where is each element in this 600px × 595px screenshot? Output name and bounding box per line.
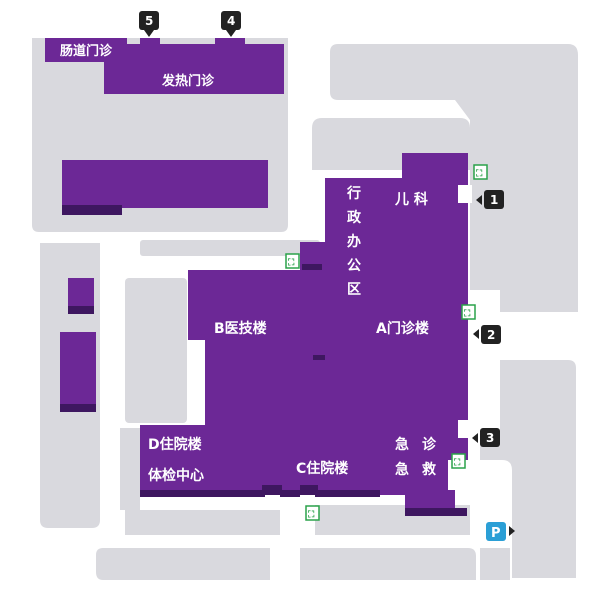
main-south-edge-3 [315,490,380,497]
emergency-label-1: 急 [395,436,409,453]
fever-clinic-building[interactable] [104,44,284,94]
building-west-tall-edge [60,404,96,412]
emergency-label-3: 诊 [422,436,437,453]
exit-glyph: ⛶ [453,457,461,468]
entrance-marker-box [480,428,500,447]
entrance-marker-3[interactable]: 3 [472,428,500,447]
intestinal-clinic-label: 肠道门诊 [60,43,113,59]
c-building-label: C住院楼 [296,460,348,477]
emergency-exit-icon: ⛶ [305,505,320,521]
entrance-marker-1[interactable]: 1 [476,190,504,209]
pediatrics-label: 儿 科 [394,191,428,208]
entrance-cut-1 [458,185,472,203]
entrance-marker-box [484,190,504,209]
admin-area-label-1: 行 [346,185,361,202]
emergency-label-4: 救 [422,461,437,478]
ground-south-east [480,548,510,580]
main-north-edge [302,264,322,270]
admin-area-label-2: 政 [347,209,362,226]
emergency-exit-icon: ⛶ [285,253,300,269]
main-gap-1 [262,485,282,495]
entrance-number: 5 [145,14,153,28]
building-labels: 肠道门诊 发热门诊 儿 科 行 政 办 公 区 B医技楼 A门诊楼 D住院楼 体… [60,43,437,484]
ground-block-west [125,278,187,423]
parking-marker[interactable]: P [486,522,515,541]
main-gap-2 [300,485,318,495]
parking-arrow-icon [509,526,515,536]
entrance-number: 3 [486,431,494,445]
main-southeast-edge [405,508,467,516]
entrance-number: 4 [227,14,235,28]
a-building-label: A门诊楼 [376,320,429,337]
checkup-center-label: 体检中心 [148,467,204,484]
entrance-marker-box [221,11,241,30]
admin-area-label-5: 区 [347,282,361,298]
fever-clinic-annex-1 [140,38,160,46]
building-northwest-edge [62,205,122,215]
exit-icons: ⛶ ⛶ ⛶ ⛶ ⛶ [285,164,488,521]
building-northwest-long[interactable] [62,160,268,208]
entrance-markers: 1 2 3 4 5 [139,11,504,447]
exit-glyph: ⛶ [463,308,471,319]
ground-block-northeast [330,44,578,312]
entrance-cut-3 [458,420,472,438]
entrance-marker-icon [476,195,482,205]
main-hospital-complex[interactable] [140,153,468,515]
entrance-marker-icon [144,30,154,37]
main-south-edge-1 [140,490,265,497]
entrance-marker-icon [473,329,479,339]
entrance-marker-5[interactable]: 5 [139,11,159,37]
ground-south-center [300,548,476,580]
entrance-marker-icon [226,30,236,37]
exit-glyph: ⛶ [475,168,483,179]
admin-area-label-3: 办 [347,233,361,250]
building-west-small-edge [68,306,94,314]
emergency-exit-icon: ⛶ [473,164,488,180]
ground-d-side [120,428,140,510]
entrance-number: 1 [490,193,498,207]
exit-glyph: ⛶ [287,257,295,268]
exit-glyph: ⛶ [307,509,315,520]
parking-icon [486,522,506,541]
entrance-marker-2[interactable]: 2 [473,325,501,344]
d-building-label: D住院楼 [148,436,202,453]
entrance-marker-4[interactable]: 4 [221,11,241,37]
emergency-exit-icon: ⛶ [451,453,466,469]
road-east [468,335,573,345]
ground-band [140,240,320,256]
main-center-mark [313,355,325,360]
entrance-marker-box [481,325,501,344]
building-west-tall[interactable] [60,332,96,412]
buildings [45,38,472,516]
ground-block-southeast [480,360,576,578]
main-south-edge-2 [280,490,300,497]
fever-clinic-label: 发热门诊 [161,73,215,89]
ground-south-left [125,510,280,535]
emergency-exit-icon: ⛶ [461,304,476,320]
b-building-label: B医技楼 [214,320,267,337]
ground-south-west [96,548,270,580]
admin-area-label-4: 公 [347,258,361,274]
emergency-label-2: 急 [395,461,409,478]
entrance-marker-icon [472,433,478,443]
parking-label: P [491,526,501,541]
entrance-marker-box [139,11,159,30]
entrance-number: 2 [487,328,495,342]
fever-clinic-annex-2 [215,38,245,46]
